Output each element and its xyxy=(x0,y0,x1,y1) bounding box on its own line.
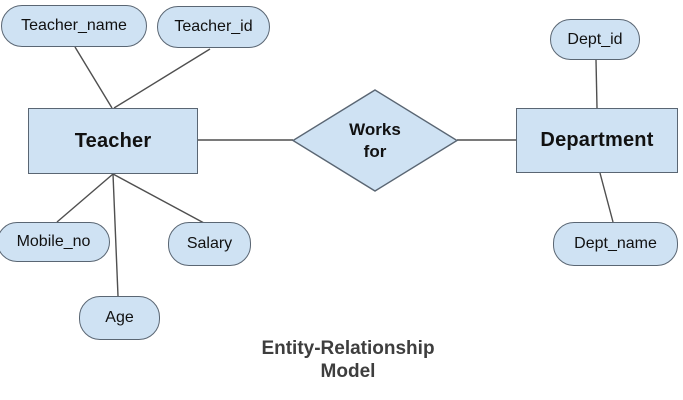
attribute-teacher-id: Teacher_id xyxy=(157,6,270,48)
entity-teacher: Teacher xyxy=(28,108,198,174)
diagram-title-line1: Entity-Relationship xyxy=(261,338,435,359)
connector-teacher-id-to-teacher xyxy=(113,48,211,109)
connector-teacher-name-to-teacher xyxy=(74,46,113,109)
connector-teacher-to-salary xyxy=(112,173,205,224)
attribute-mobile-no: Mobile_no xyxy=(0,222,110,262)
connector-teacher-to-age xyxy=(112,173,119,297)
attribute-dept-id: Dept_id xyxy=(550,19,640,60)
relationship-works-for-diamond xyxy=(291,89,459,192)
attribute-teacher-name: Teacher_name xyxy=(1,5,147,47)
attribute-age: Age xyxy=(79,296,160,340)
diagram-title-line2: Model xyxy=(320,361,376,382)
diagram-title: Entity-Relationship Model xyxy=(228,337,468,383)
connector-department-to-dept-name xyxy=(599,172,614,223)
attribute-dept-name: Dept_name xyxy=(553,222,678,266)
attribute-salary: Salary xyxy=(168,222,251,266)
connector-dept-id-to-department xyxy=(595,59,598,109)
entity-department: Department xyxy=(516,108,678,173)
connector-teacher-to-mobile-no xyxy=(56,173,114,223)
